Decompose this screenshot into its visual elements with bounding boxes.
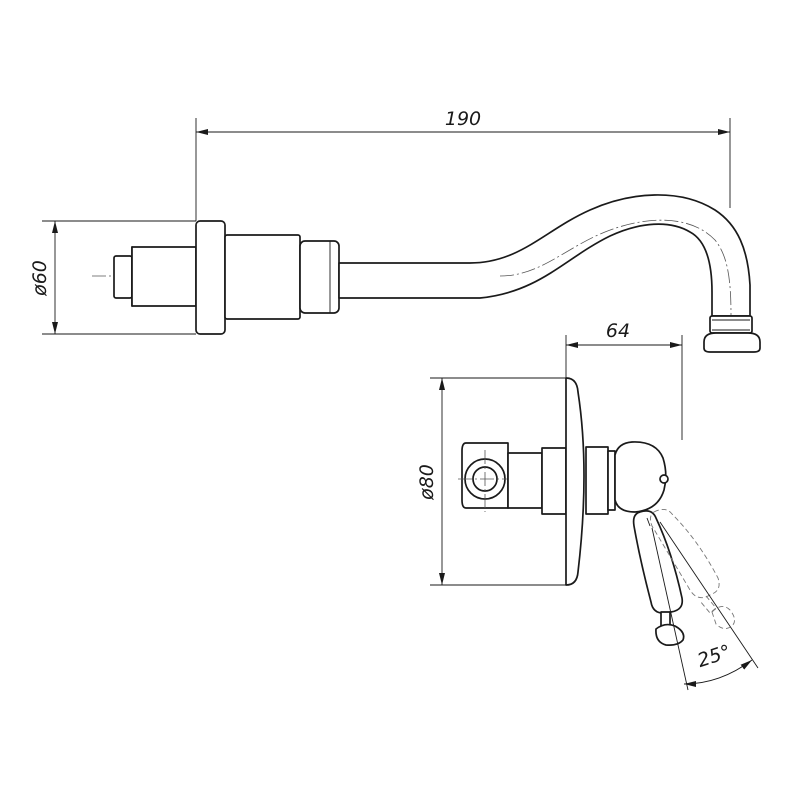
handle-angle-label: 25° [695,641,734,672]
valve-cartridge-ring [607,450,616,511]
valve-cartridge-sleeve [585,446,609,515]
dimension-valve-depth: 64 [565,320,683,440]
valve-body [507,452,543,509]
spout-tube [338,194,751,317]
valve-rosette [565,377,585,586]
valve-handle-hub [614,441,667,513]
spout-rear-nipple [113,255,133,299]
rosette-diameter-label: ø80 [416,464,438,501]
handle-axis-line [651,527,689,691]
spout-aerator [703,332,761,353]
dimension-spout-diameter: ø60 [29,220,196,335]
spout-nut [299,240,340,314]
dimension-spout-length: 190 [195,108,731,221]
spout-rear-collar [131,246,197,307]
dimension-rosette-diameter: ø80 [416,377,566,586]
valve-depth-label: 64 [606,320,630,342]
spout-body-sleeve [224,234,301,320]
spout-assembly [92,194,761,353]
valve-hub-screw [659,474,669,484]
spout-aerator-collar [709,315,753,334]
spout-tube-centerline [499,219,732,317]
valve-handle-lever [632,510,684,614]
valve-handle-knob [655,623,685,646]
mixer-valve-assembly [458,377,759,691]
spout-wall-flange [195,220,226,335]
spout-diameter-label: ø60 [29,260,51,297]
spout-length-label: 190 [445,108,481,130]
handle-rotated-axis-line [659,521,759,669]
dimension-handle-angle: 25° [683,641,753,687]
valve-body-collar [541,447,567,515]
